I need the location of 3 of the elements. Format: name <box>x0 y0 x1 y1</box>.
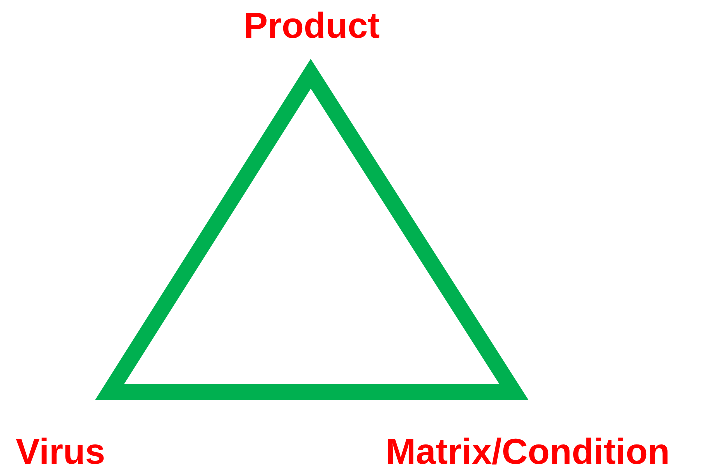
vertex-label: Virus <box>16 432 106 468</box>
vertex-label: Product <box>244 6 380 46</box>
vertex-label: Matrix/Condition <box>386 432 670 468</box>
